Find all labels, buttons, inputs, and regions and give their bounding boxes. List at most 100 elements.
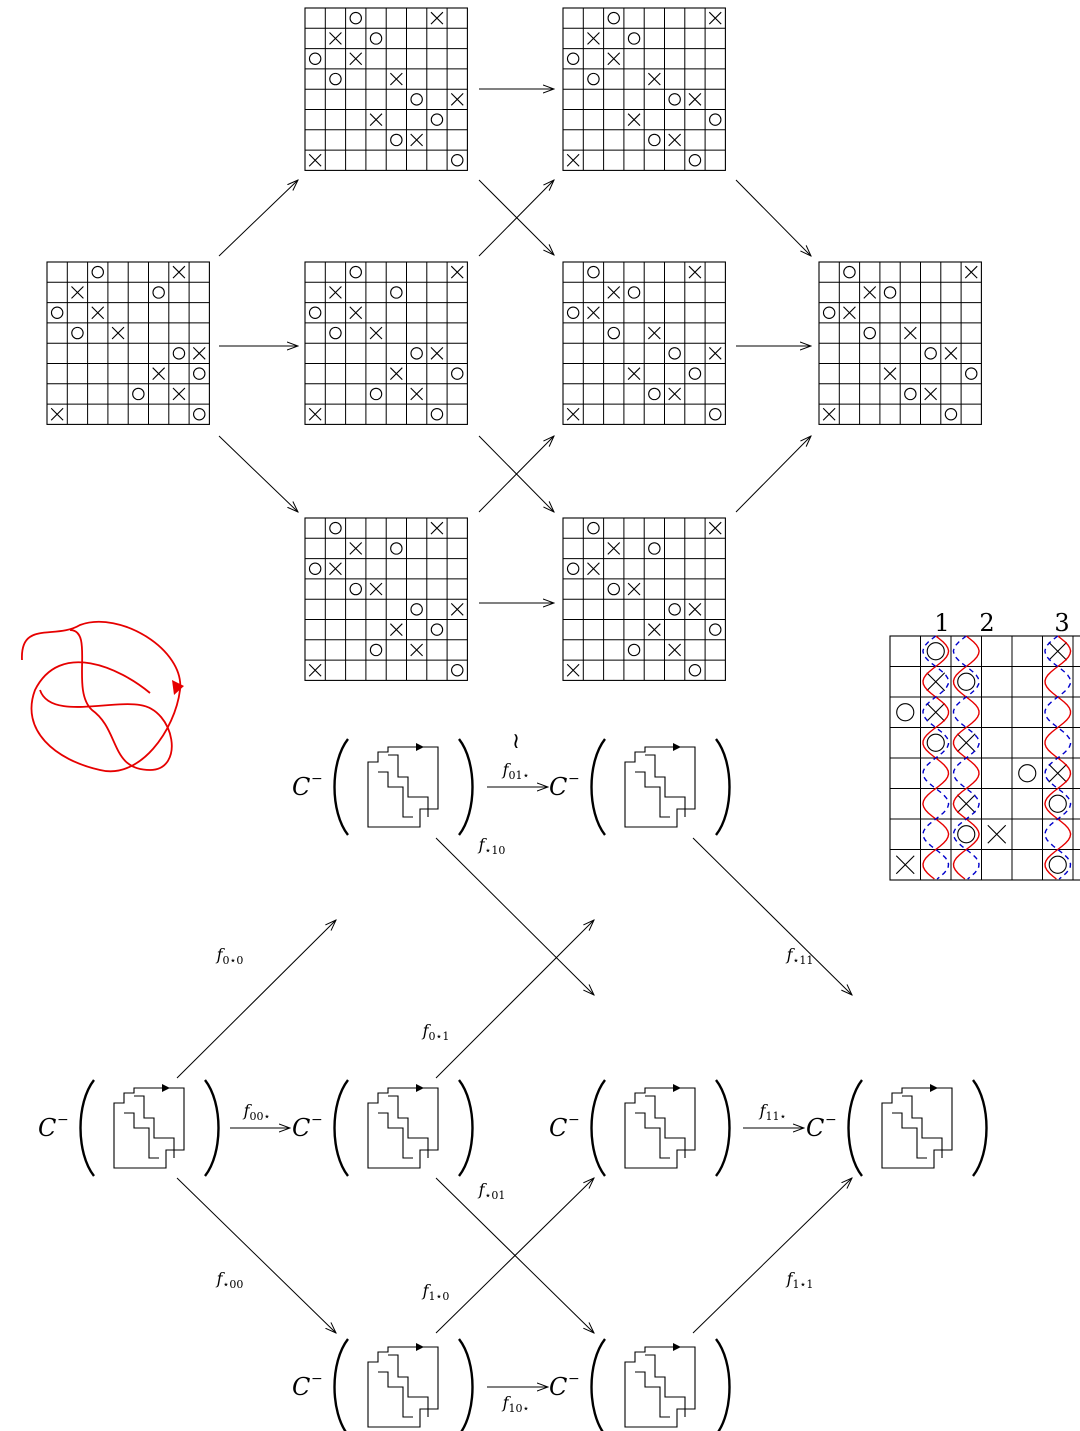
o-marker (1048, 794, 1067, 813)
map-label-f10s: f10⋆ (502, 1393, 530, 1415)
x-marker (329, 562, 342, 576)
x-marker (450, 265, 464, 279)
o-marker (587, 72, 600, 86)
grid-diagram-inner (378, 1371, 413, 1418)
x-marker (627, 367, 641, 381)
c-minus-label: C (549, 773, 567, 801)
x-marker (369, 326, 383, 340)
x-marker (308, 153, 322, 167)
complex-node: C− (806, 1079, 988, 1177)
o-marker (709, 113, 722, 126)
o-marker (410, 93, 423, 106)
x-marker (668, 387, 682, 401)
x-marker (944, 346, 958, 360)
o-marker (688, 367, 702, 380)
x-marker (389, 367, 403, 381)
o-marker (430, 408, 444, 421)
grid-diagram-inner (635, 1371, 670, 1418)
o-marker (451, 367, 464, 380)
red-curve-col-3 (1044, 635, 1072, 880)
x-marker (668, 133, 682, 147)
grid-center-left (304, 261, 468, 425)
arrow-lower-right-to-far-right (735, 436, 811, 513)
arrow-fs11 (692, 837, 852, 995)
orientation-arrow-icon (673, 1084, 681, 1092)
left-paren (590, 1338, 606, 1431)
o-marker (944, 408, 958, 421)
o-marker (566, 306, 580, 319)
c-minus-sup: − (568, 1112, 580, 1128)
detail-grid: 1 2 3 (889, 609, 1080, 881)
o-marker (648, 387, 661, 401)
x-marker (349, 52, 363, 66)
x-marker (863, 286, 877, 299)
knot-strand-b (39, 629, 173, 771)
x-marker (369, 113, 383, 127)
x-marker (843, 306, 856, 320)
o-marker (843, 265, 856, 279)
c-minus-sup: − (568, 1371, 580, 1387)
grid-diagram-inner (645, 1095, 686, 1158)
o-marker (607, 11, 620, 25)
c-minus-sup: − (568, 771, 580, 787)
c-minus-label: C (806, 1114, 824, 1142)
map-label-f1s1: f1⋆1 (786, 1269, 814, 1291)
x-marker (688, 92, 702, 106)
grid-diagram-inner (635, 1112, 670, 1159)
o-marker (668, 93, 681, 106)
arrow-center-to-upper-right (478, 180, 554, 257)
right-paren (972, 1079, 988, 1177)
o-marker (369, 387, 383, 401)
right-paren (458, 738, 474, 836)
o-marker (688, 154, 702, 167)
o-marker (91, 265, 104, 279)
o-marker (390, 133, 403, 147)
blue-dashed-curve-col-2 (952, 635, 980, 880)
complex-node: C− (549, 1079, 731, 1177)
o-marker (566, 52, 580, 65)
c-minus-sup: − (311, 1112, 323, 1128)
x-marker (895, 855, 915, 875)
grid-lower-right (562, 517, 726, 681)
figure-eight-knot (21, 620, 184, 773)
o-marker (627, 643, 641, 657)
o-marker (390, 286, 403, 299)
o-marker (688, 664, 702, 677)
x-marker (389, 72, 403, 86)
detail-grid-cells (889, 635, 1080, 881)
x-marker (883, 367, 897, 381)
o-marker (668, 603, 681, 616)
o-marker (587, 265, 600, 279)
x-marker (450, 92, 464, 106)
o-marker (132, 387, 145, 401)
x-marker (389, 623, 403, 637)
map-label-f1s0: f1⋆0 (422, 1281, 450, 1303)
map-label-fs11: f⋆11 (786, 945, 814, 967)
x-marker (607, 542, 621, 555)
o-marker (369, 32, 383, 45)
right-paren (458, 1338, 474, 1431)
complex-node: C− (292, 1338, 474, 1431)
o-marker (607, 326, 620, 340)
left-paren (847, 1079, 863, 1177)
o-marker (709, 408, 722, 421)
o-marker (904, 387, 917, 401)
c-minus-label: C (549, 1373, 567, 1401)
o-marker (965, 367, 978, 380)
c-minus-label: C (292, 1373, 310, 1401)
complex-node: C− (549, 738, 731, 836)
o-marker (957, 825, 976, 844)
grid-upper-middle (304, 7, 468, 171)
grid-diagram-icon (624, 1346, 696, 1428)
knot-arrow-icon (172, 680, 184, 695)
left-paren (590, 1079, 606, 1177)
o-marker (308, 306, 322, 319)
x-marker (647, 623, 661, 637)
arrow-f1s0 (435, 1178, 594, 1334)
grid-far-right (818, 261, 982, 425)
x-marker (329, 32, 342, 45)
red-curve-col-1 (922, 635, 950, 880)
x-marker (566, 407, 580, 421)
o-marker (627, 32, 641, 45)
x-marker (71, 286, 84, 299)
